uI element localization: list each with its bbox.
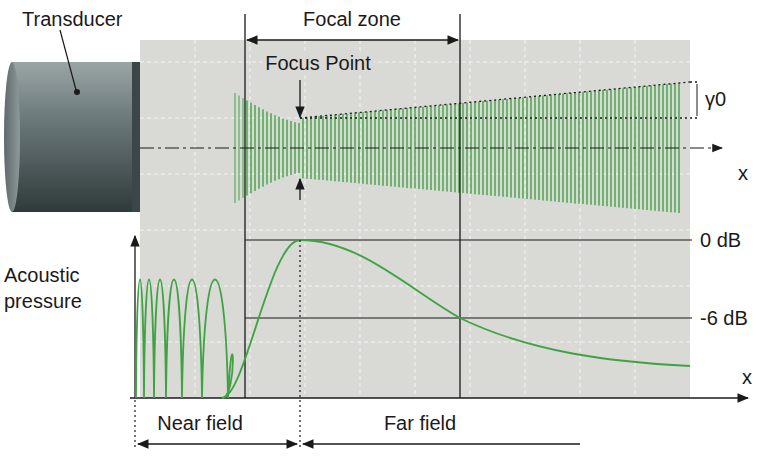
diagram-label: γ0 (705, 88, 726, 111)
diagram-label: 0 dB (700, 229, 741, 252)
focus-arrow (299, 80, 300, 117)
diagram-label: Far field (384, 412, 456, 435)
focal-zone-bound (459, 14, 460, 398)
diagram-label: Focus Point (262, 52, 374, 75)
angle-mark (697, 84, 698, 116)
near-field-arrow (138, 443, 297, 444)
diagram-label: x (742, 366, 752, 389)
focal-zone-bound (244, 14, 245, 398)
panel (140, 40, 690, 398)
reference-line (690, 81, 700, 82)
transducer-face (132, 62, 140, 212)
diagram-label: Acoustic pressure (4, 262, 122, 314)
grid (140, 40, 690, 398)
diagram-label: x (738, 162, 748, 185)
reference-line (300, 117, 700, 118)
pressure-curve (136, 240, 690, 398)
field-bound (299, 240, 300, 450)
divergence-line (300, 82, 690, 118)
diagram-label: Transducer (22, 8, 122, 31)
beam-axis (140, 147, 722, 148)
transducer-cap (4, 62, 20, 212)
transducer-body (12, 62, 140, 212)
db-line (245, 317, 692, 318)
focal-zone-arrow (247, 39, 458, 40)
leader-line (60, 30, 76, 90)
diagram-label: Near field (157, 412, 243, 435)
diagram-label: Focal zone (303, 8, 401, 31)
focus-arrow (299, 179, 300, 200)
diagram-label: -6 dB (700, 307, 748, 330)
field-bound (134, 400, 135, 450)
far-field-arrow (303, 443, 580, 444)
leader-dot (74, 89, 80, 95)
